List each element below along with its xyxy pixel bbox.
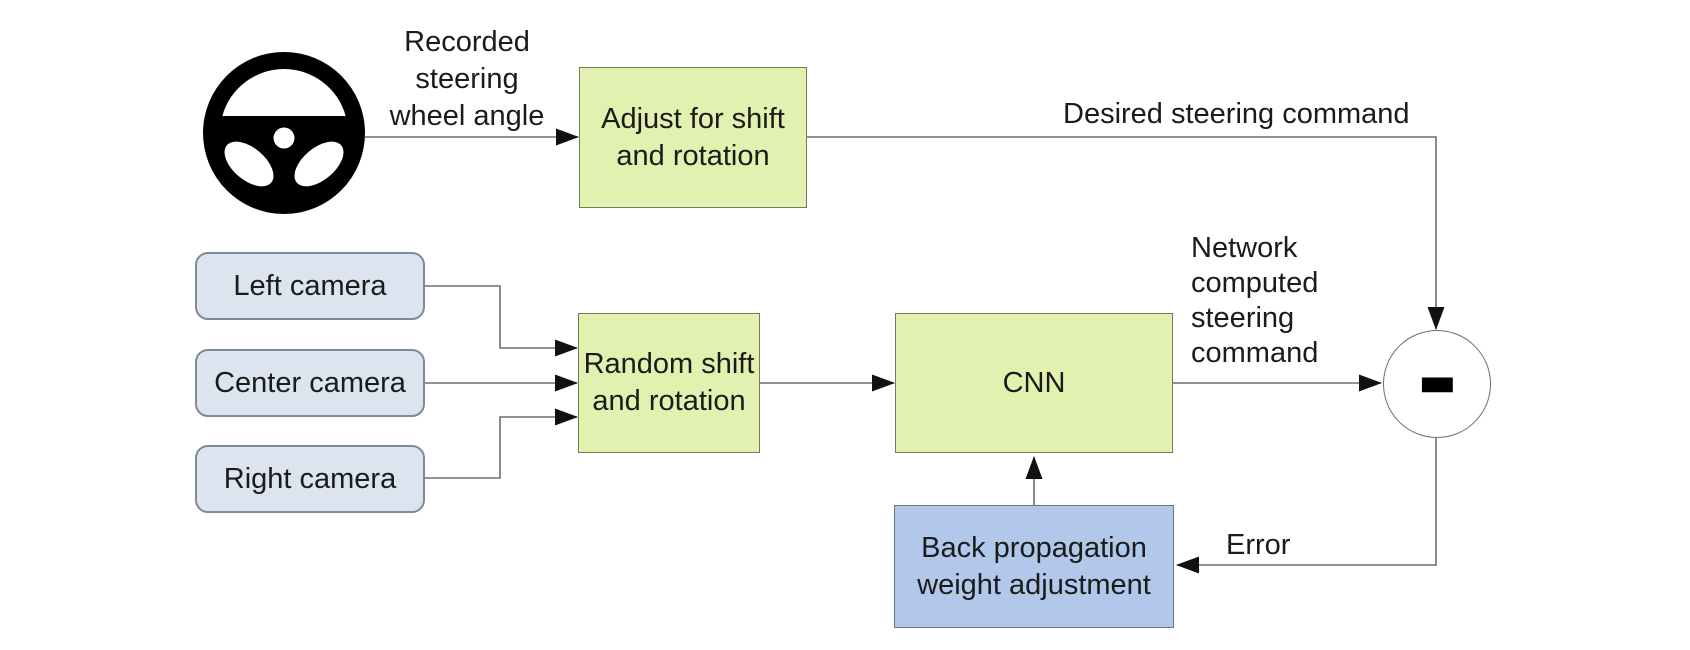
left-camera-box: Left camera xyxy=(195,252,425,320)
center-camera-label: Center camera xyxy=(214,366,406,399)
error-label: Error xyxy=(1226,529,1291,561)
center-camera-box: Center camera xyxy=(195,349,425,417)
desired-steering-label: Desired steering command xyxy=(1063,98,1410,130)
cnn-box-label: CNN xyxy=(1002,366,1066,399)
right-camera-box: Right camera xyxy=(195,445,425,513)
cnn-box: CNN xyxy=(895,313,1173,453)
random-shift-box-label: Random shift and rotation xyxy=(583,348,755,417)
random-shift-box: Random shift and rotation xyxy=(578,313,760,453)
backprop-box-label: Back propagation weight adjustment xyxy=(917,531,1151,601)
sum-node: − xyxy=(1383,307,1491,458)
adjust-box: Adjust for shift and rotation xyxy=(579,67,807,208)
connector-adjust-to-sum xyxy=(807,136,1445,330)
adjust-box-label: Adjust for shift and rotation xyxy=(601,102,785,172)
recorded-steering-label: Recorded steering wheel angle xyxy=(389,26,545,132)
network-computed-label: Network computed steering command xyxy=(1191,232,1319,369)
connector-leftcam-to-random xyxy=(425,285,578,357)
connector-sum-to-backprop xyxy=(1176,437,1437,574)
backprop-box: Back propagation weight adjustment xyxy=(894,505,1174,628)
left-camera-label: Left camera xyxy=(233,269,387,302)
connector-rightcam-to-random xyxy=(425,408,578,479)
right-camera-label: Right camera xyxy=(223,462,397,495)
steering-wheel-icon xyxy=(203,52,365,214)
